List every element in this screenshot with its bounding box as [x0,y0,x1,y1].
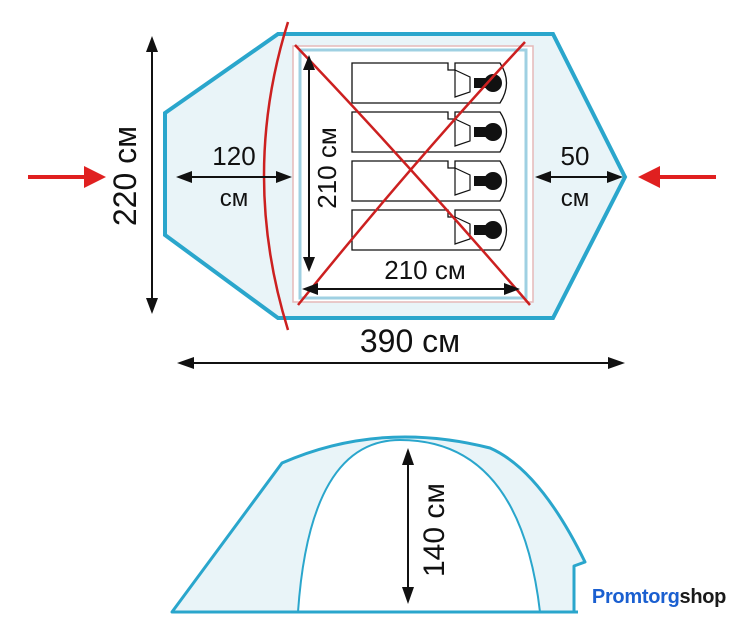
entrance-arrow-icon [638,166,716,188]
label-height: 140 см [418,483,451,577]
dimension-inner-depth [303,55,315,272]
label-inner-depth: 210 см [312,127,342,208]
label-vestibule-left-value: 120 [212,141,255,171]
tent-side-door-arc [297,438,541,613]
dimension-vestibule-left [176,171,292,183]
brand-logo: Promtorgshop [578,574,740,620]
dimension-height [402,448,414,604]
label-vestibule-right-unit: см [561,185,590,212]
label-vestibule-left-unit: см [220,185,249,212]
sleeping-bag-icon [351,160,508,202]
sleeping-bag-icon [351,209,508,251]
label-width-total: 220 см [107,126,143,226]
sleeping-bag-icon [351,62,508,104]
label-vestibule-right-value: 50 [561,141,590,171]
dimension-width-total [146,36,158,314]
tent-poles [262,21,531,331]
sleeping-bags [351,62,508,251]
dimension-inner-width [302,283,520,295]
entrance-arrow-icon [28,166,106,188]
logo-part-shop: shop [679,585,727,608]
label-inner-width: 210 см [384,255,465,285]
inner-tent-frame [298,48,528,300]
dimension-length-total [177,357,625,369]
logo-part-promtorg: Promtorg [591,585,680,608]
dimension-vestibule-right [535,171,623,183]
label-length-total: 390 см [360,323,460,359]
